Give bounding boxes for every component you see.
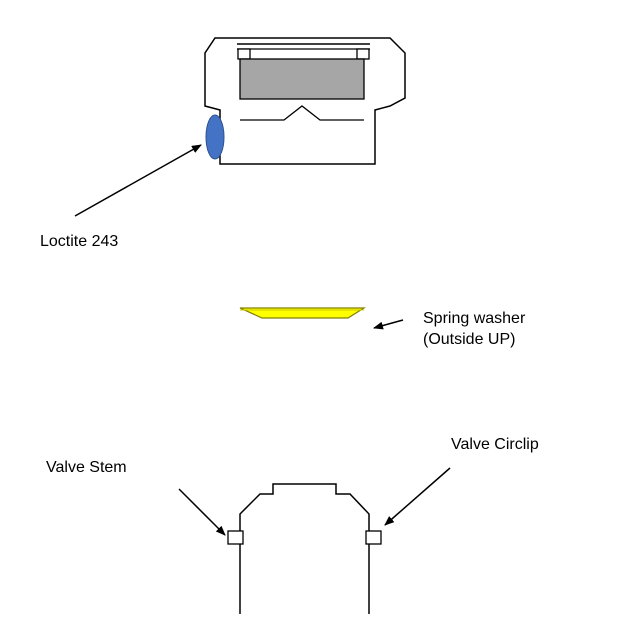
spring-washer-label-line1: Spring washer [423, 310, 526, 327]
valve-stem-arrow [178, 488, 226, 536]
valve-cap-grey-insert [239, 58, 365, 100]
spring-washer-label-line2: (Outside UP) [423, 331, 516, 348]
spring-washer-label: Spring washer (Outside UP) [423, 308, 525, 350]
valve-cap-outline [204, 37, 406, 165]
valve-stem [227, 483, 382, 614]
valve-cap-right-notch [356, 48, 370, 60]
valve-circlip-left [227, 530, 244, 545]
valve-stem-label: Valve Stem [46, 459, 127, 476]
valve-circlip-right [365, 530, 382, 545]
valve-cap-inner-cone [240, 105, 364, 121]
spring-washer [239, 307, 367, 319]
valve-cap-left-notch [237, 48, 251, 60]
loctite-label: Loctite 243 [40, 233, 119, 250]
spring-washer-arrow [373, 319, 404, 330]
valve-circlip-label: Valve Circlip [451, 436, 539, 453]
loctite-dot [205, 114, 225, 160]
loctite-arrow [74, 144, 202, 217]
valve-cap [204, 37, 406, 165]
valve-stem-outline [239, 483, 370, 614]
valve-circlip-arrow [384, 467, 451, 526]
